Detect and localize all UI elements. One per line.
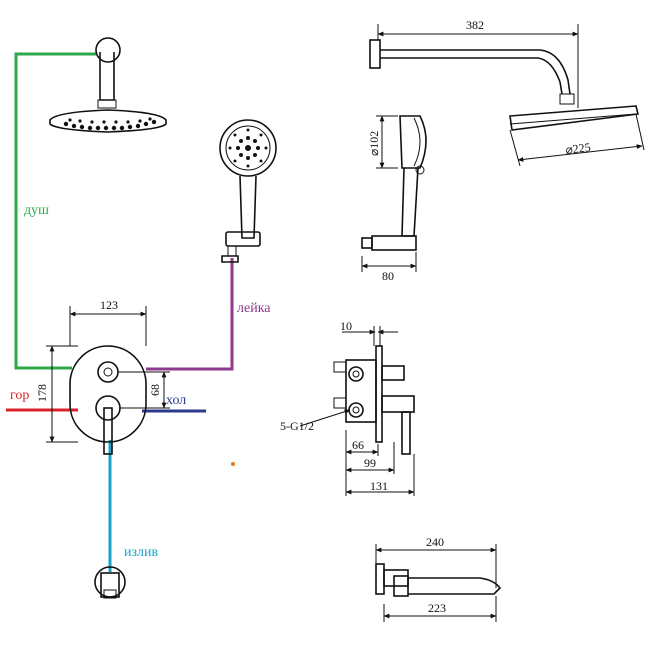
hand-shower-side: [361, 115, 427, 272]
dim-178: [46, 345, 78, 443]
dim-240-label: 240: [426, 535, 444, 549]
dim-123: [69, 306, 147, 346]
mixer-body-side: [299, 326, 415, 455]
hand-shower-front: [219, 119, 277, 263]
dim-131-label: 131: [370, 479, 388, 493]
label-shower: душ: [24, 203, 49, 218]
shower-arm-side: [369, 24, 639, 131]
spout-outlet-front: [94, 566, 126, 599]
label-cold: хол: [166, 393, 186, 408]
spout-side: [375, 544, 502, 622]
dim-80-label: 80: [382, 269, 394, 283]
dim-66-label: 66: [352, 438, 364, 452]
label-spout: излив: [124, 545, 159, 560]
dim-223-label: 223: [428, 601, 446, 615]
dim-178-label: 178: [35, 384, 49, 402]
thread-label: 5-G1/2: [280, 419, 314, 433]
dim-225-label: ⌀225: [565, 140, 592, 157]
dim-68: [118, 371, 170, 409]
dim-102-label: ⌀102: [367, 131, 381, 156]
dim-123-label: 123: [100, 298, 118, 312]
overhead-shower-front: [49, 37, 167, 133]
mixer-plate-front: [69, 345, 147, 455]
dim-382-label: 382: [466, 18, 484, 32]
label-hand-shower: лейка: [237, 301, 271, 316]
accent-dot: [231, 462, 235, 466]
dim-10-label: 10: [340, 319, 352, 333]
dim-68-label: 68: [148, 384, 162, 396]
mixer-depth-dims: [345, 430, 415, 496]
dim-225: [509, 113, 645, 167]
shower-pipe-line: [14, 52, 96, 370]
dim-99-label: 99: [364, 456, 376, 470]
label-hot: гор: [10, 388, 29, 403]
hand-shower-pipe-line: [146, 258, 234, 371]
